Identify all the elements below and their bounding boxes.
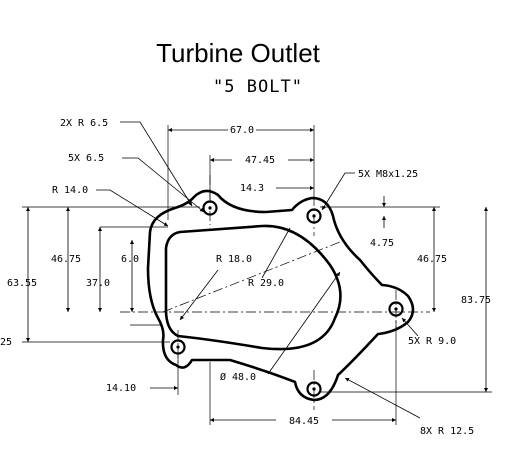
dimension-labels: 2X R 6.5 67.0 5X 6.5 47.45 5X M8x1.25 R … [0, 118, 491, 437]
dim-5x-r9: 5X R 9.0 [408, 336, 456, 347]
dim-8x-r12-5: 8X R 12.5 [420, 426, 474, 437]
dim-diameter-48: Ø 48.0 [220, 371, 256, 383]
leader-lines [96, 121, 421, 419]
bolt-hole-bottom-left [170, 339, 186, 355]
dim-37-0: 37.0 [86, 278, 110, 289]
flange-outline [146, 189, 415, 402]
dim-5x-6-5: 5X 6.5 [68, 153, 104, 164]
dim-67-0: 67.0 [230, 125, 254, 136]
dim-83-75: 83.75 [461, 295, 491, 306]
drawing-title: Turbine Outlet [156, 38, 321, 68]
dim-14-10: 14.10 [106, 383, 136, 394]
dim-5x-m8: 5X M8x1.25 [358, 169, 418, 180]
dimension-lines [26, 128, 488, 422]
dim-r18: R 18.0 [216, 254, 252, 265]
dim-84-45: 84.45 [289, 416, 319, 427]
dim-25: 25 [0, 337, 12, 348]
dim-63-55: 63.55 [7, 278, 37, 289]
dim-46-75-right: 46.75 [417, 254, 447, 265]
dim-46-75-left: 46.75 [51, 254, 81, 265]
dim-14-3: 14.3 [240, 183, 264, 194]
extension-lines [22, 125, 492, 425]
dim-r29: R 29.0 [248, 278, 284, 289]
dim-4-75: 4.75 [370, 238, 394, 249]
port-inner-outline [164, 224, 342, 351]
drawing-subtitle: "5 BOLT" [213, 77, 303, 97]
dim-47-45: 47.45 [245, 155, 275, 166]
dim-2x-r6-5: 2X R 6.5 [60, 118, 108, 129]
dim-6-0: 6.0 [121, 254, 139, 265]
dim-r14: R 14.0 [52, 185, 88, 196]
